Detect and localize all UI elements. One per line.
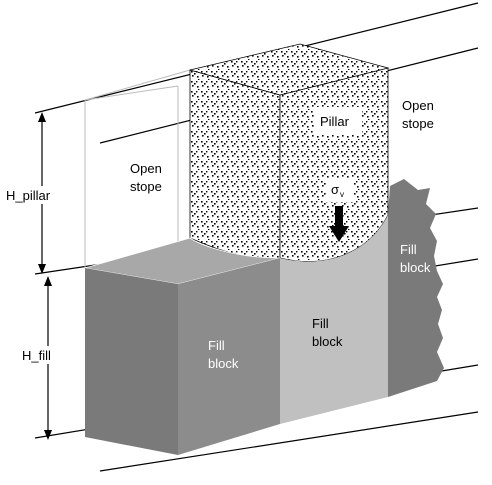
fill-block-left-front-dark [85, 268, 178, 455]
sigma-label-box [326, 178, 354, 202]
pillar-front-face [189, 69, 281, 260]
fill-block-right [388, 179, 444, 397]
fill-block-right-label-line2: block [400, 260, 431, 275]
guide-line-bottom-2 [99, 411, 479, 472]
open-stope-right-line1: Open [402, 98, 434, 113]
h-pillar-label-bg [4, 186, 74, 204]
fill-block-left-label-line1: Fill [208, 338, 225, 353]
pillar-label-box [314, 107, 362, 135]
pillar-top-face [189, 43, 390, 96]
fill-block-left-top [84, 237, 281, 285]
h-fill-label: H_fill [22, 348, 51, 363]
stress-arrow [329, 206, 349, 242]
open-stope-left-line1: Open [130, 161, 162, 176]
fill-block-right-label-line1: Fill [400, 242, 417, 257]
open-stope-right-line2: stope [402, 116, 434, 131]
fill-block-left-label-line2: block [208, 356, 239, 371]
fill-block-left-front [178, 258, 280, 455]
open-stope-left-line2: stope [130, 179, 162, 194]
sigma-subscript: v [340, 190, 344, 199]
h-pillar-label: H_pillar [6, 188, 51, 203]
sigma-label: σ [331, 182, 339, 197]
pillar-label: Pillar [320, 114, 350, 129]
fill-block-middle-label-line1: Fill [312, 316, 329, 331]
h-fill-label-bg [20, 346, 70, 364]
fill-block-middle [280, 215, 388, 424]
fill-block-middle-label-line2: block [312, 334, 343, 349]
